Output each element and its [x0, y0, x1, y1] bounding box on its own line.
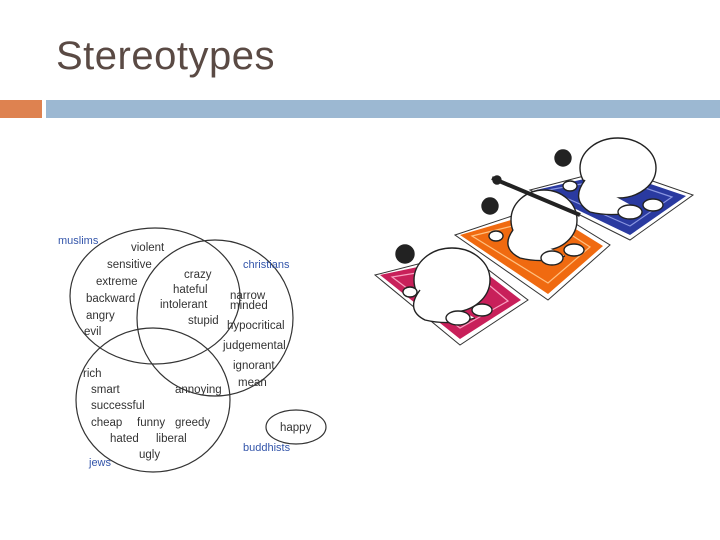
jews-circle — [75, 327, 231, 473]
title-accent-bar — [0, 100, 42, 118]
word-evil: evil — [84, 326, 101, 338]
word-ugly: ugly — [139, 449, 160, 461]
title-rule-bar — [46, 100, 720, 118]
praying-figure-middle — [481, 175, 585, 266]
word-angry: angry — [86, 310, 115, 322]
word-judgemental: judgemental — [222, 340, 286, 352]
word-successful: successful — [91, 400, 145, 412]
word-ignorant: ignorant — [233, 360, 275, 372]
group-label-christians: christians — [243, 259, 290, 271]
word-intolerant: intolerant — [160, 299, 208, 311]
word-smart: smart — [91, 384, 121, 396]
group-label-muslims: muslims — [58, 235, 99, 247]
word-stupid: stupid — [188, 315, 219, 327]
praying-figure-front — [395, 244, 493, 326]
buddhists-circle — [265, 409, 327, 445]
word-funny: funny — [137, 417, 165, 429]
word-rich: rich — [83, 368, 102, 380]
praying-figure-back — [554, 137, 664, 220]
word-narrow: narrow — [230, 290, 266, 302]
word-hypocritical: hypocritical — [227, 320, 285, 332]
muslims-circle — [69, 227, 241, 365]
word-happy: happy — [280, 422, 312, 434]
word-hateful: hateful — [173, 284, 208, 296]
group-label-buddhists: buddhists — [243, 442, 291, 454]
slide-title: Stereotypes — [56, 34, 275, 78]
christians-circle — [136, 239, 294, 397]
word-greedy: greedy — [175, 417, 210, 429]
word-liberal: liberal — [156, 433, 187, 445]
word-annoying: annoying — [175, 384, 222, 396]
word-mean: mean — [238, 377, 267, 389]
word-violent: violent — [131, 242, 165, 254]
word-backward: backward — [86, 293, 135, 305]
word-crazy: crazy — [184, 269, 212, 281]
word-extreme: extreme — [96, 276, 138, 288]
word-minded: minded — [230, 300, 268, 312]
group-label-jews: jews — [88, 457, 112, 469]
word-hated: hated — [110, 433, 139, 445]
word-cheap: cheap — [91, 417, 122, 429]
word-sensitive: sensitive — [107, 259, 152, 271]
